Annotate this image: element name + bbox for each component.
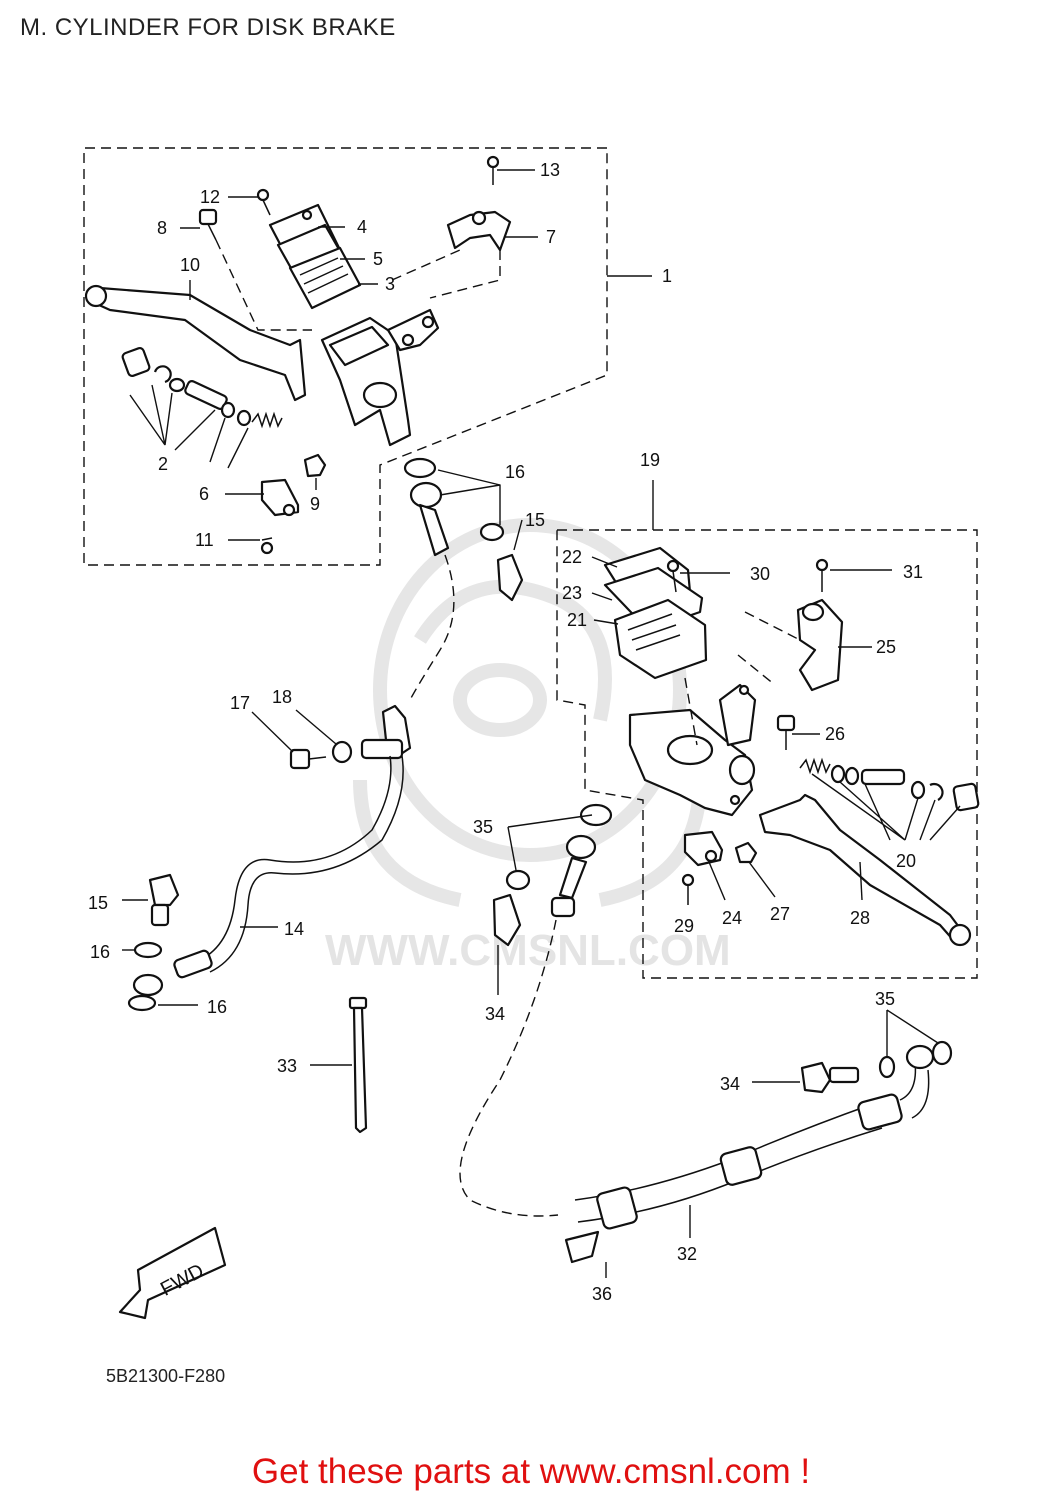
group-box-1 — [83, 147, 608, 566]
callout-36: 36 — [592, 1284, 612, 1304]
master-cylinder-upper — [84, 155, 512, 555]
callout-17: 17 — [230, 693, 250, 713]
callout-24: 24 — [722, 908, 742, 928]
callout-27: 27 — [770, 904, 790, 924]
page-title: M. CYLINDER FOR DISK BRAKE — [20, 14, 396, 41]
callout-30: 30 — [750, 564, 770, 584]
footer-link[interactable]: Get these parts at www.cmsnl.com ! — [251, 1452, 811, 1491]
callout-31: 31 — [903, 562, 923, 582]
callout-20: 20 — [896, 851, 916, 871]
watermark-text: WWW.CMSNL.COM — [325, 926, 731, 975]
callout-1: 1 — [662, 266, 672, 286]
callout-32: 32 — [677, 1244, 697, 1264]
callout-22: 22 — [562, 547, 582, 567]
callout-28: 28 — [850, 908, 870, 928]
callout-labels: 13 12 4 8 7 5 10 3 1 2 6 9 11 19 16 15 2… — [88, 160, 923, 1304]
callout-2: 2 — [158, 454, 168, 474]
callout-16-lower: 16 — [207, 997, 227, 1017]
callout-12: 12 — [200, 187, 220, 207]
callout-7: 7 — [546, 227, 556, 247]
callout-34-upper: 34 — [485, 1004, 505, 1024]
callout-34-lower: 34 — [720, 1074, 740, 1094]
callout-10: 10 — [180, 255, 200, 275]
callout-35-upper: 35 — [473, 817, 493, 837]
callout-25: 25 — [876, 637, 896, 657]
callout-33: 33 — [277, 1056, 297, 1076]
fwd-arrow — [118, 1226, 227, 1320]
callout-35-lower: 35 — [875, 989, 895, 1009]
callout-14: 14 — [284, 919, 304, 939]
callout-29: 29 — [674, 916, 694, 936]
master-cylinder-lower — [603, 546, 980, 947]
callout-19: 19 — [640, 450, 660, 470]
callout-4: 4 — [357, 217, 367, 237]
callout-8: 8 — [157, 218, 167, 238]
callout-6: 6 — [199, 484, 209, 504]
callout-23: 23 — [562, 583, 582, 603]
callout-21: 21 — [567, 610, 587, 630]
diagram-code: 5B21300-F280 — [106, 1366, 226, 1386]
callout-18: 18 — [272, 687, 292, 707]
callout-16-left: 16 — [90, 942, 110, 962]
callout-5: 5 — [373, 249, 383, 269]
callout-9: 9 — [310, 494, 320, 514]
group-box-19 — [556, 529, 978, 979]
callout-3: 3 — [385, 274, 395, 294]
callout-16-upper: 16 — [505, 462, 525, 482]
callout-11: 11 — [195, 530, 214, 550]
callout-13: 13 — [540, 160, 560, 180]
leader-lines — [122, 169, 961, 1278]
callout-15-left: 15 — [88, 893, 108, 913]
callout-15-upper: 15 — [525, 510, 545, 530]
callout-26: 26 — [825, 724, 845, 744]
